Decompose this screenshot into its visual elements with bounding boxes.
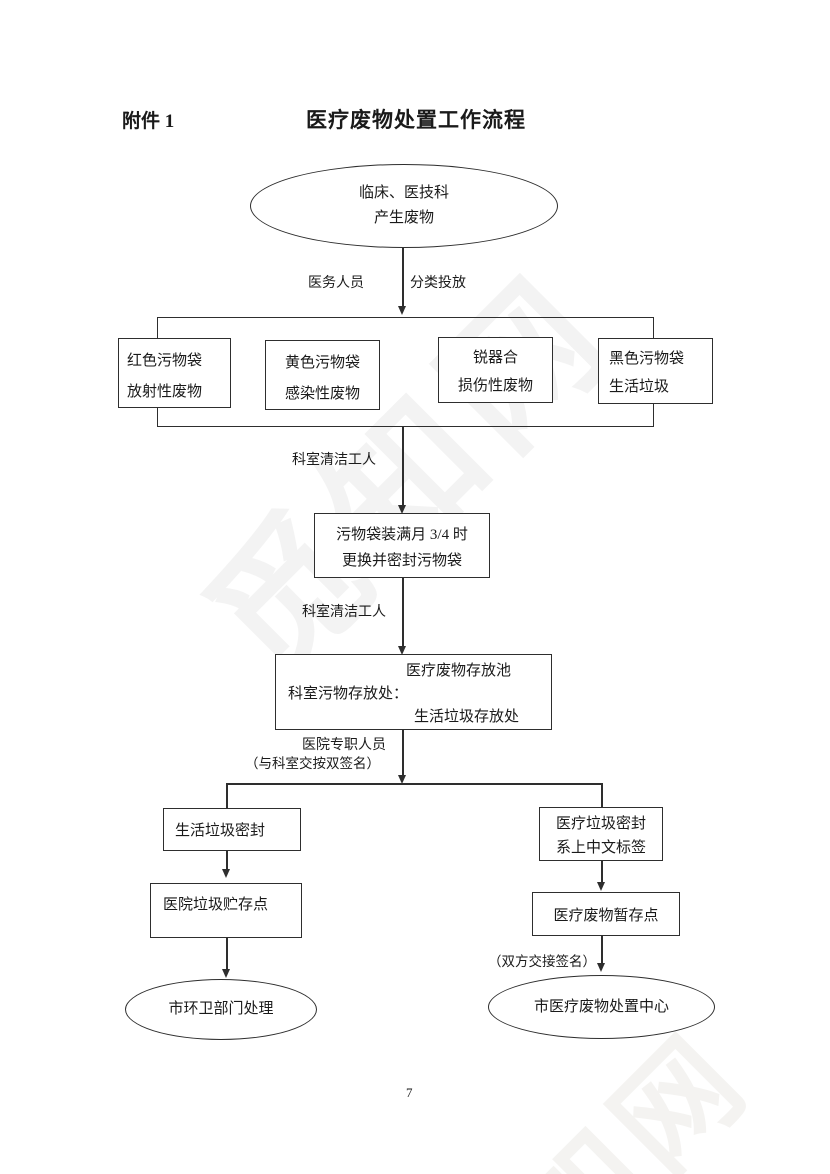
sanitation-dept-label: 市环卫部门处理 <box>168 1001 274 1017</box>
connector-sort-to-replace <box>402 427 404 505</box>
node-red-bag: 红色污物袋 放射性废物 <box>118 338 231 408</box>
node-start-ellipse: 临床、医技科 产生废物 <box>250 164 558 248</box>
connector-replace-to-storage <box>402 578 404 646</box>
node-black-bag: 黑色污物袋 生活垃圾 <box>598 338 713 404</box>
sharps-box-line1: 锐器合 <box>472 350 518 366</box>
arrowhead-storage-to-split <box>398 775 406 784</box>
disposal-center-label: 市医疗废物处置中心 <box>533 998 669 1015</box>
attachment-label: 附件 1 <box>122 111 175 132</box>
arrowhead-garbage-to-sanitation <box>222 969 230 978</box>
dept-storage-line3: 生活垃圾存放处 <box>414 709 520 725</box>
node-hospital-garbage-point: 医院垃圾贮存点 <box>150 883 302 938</box>
medical-seal-line2: 系上中文标签 <box>555 840 646 856</box>
medical-seal-line1: 医疗垃圾密封 <box>555 816 646 832</box>
red-bag-line1: 红色污物袋 <box>127 353 203 369</box>
split-left-drop <box>226 783 228 808</box>
dept-storage-line2: 科室污物存放处： <box>288 686 409 702</box>
arrowhead-temp-to-center <box>597 963 605 972</box>
node-medical-seal: 医疗垃圾密封 系上中文标签 <box>539 807 663 861</box>
node-disposal-center: 市医疗废物处置中心 <box>488 975 715 1039</box>
node-dept-storage: 医疗废物存放池 科室污物存放处： 生活垃圾存放处 <box>275 654 552 730</box>
medical-temp-point-label: 医疗废物暂存点 <box>553 907 659 924</box>
arrowhead-start-to-sort <box>398 306 406 315</box>
yellow-bag-line2: 感染性废物 <box>284 386 360 402</box>
dept-storage-line1: 医疗废物存放池 <box>406 663 512 679</box>
page-number: 7 <box>406 1085 413 1100</box>
page-title: 医疗废物处置工作流程 <box>306 108 526 132</box>
connector-temp-to-center <box>601 936 603 963</box>
yellow-bag-line1: 黄色污物袋 <box>284 355 360 371</box>
node-yellow-bag: 黄色污物袋 感染性废物 <box>265 340 380 410</box>
split-right-drop <box>601 783 603 807</box>
label-cleaner-2: 科室清洁工人 <box>302 605 386 620</box>
label-cleaner-1: 科室清洁工人 <box>292 453 376 468</box>
label-medical-staff: 医务人员 <box>308 276 364 291</box>
replace-seal-line2: 更换并密封污物袋 <box>341 553 462 569</box>
connector-start-to-sort <box>402 248 404 306</box>
domestic-seal-label: 生活垃圾密封 <box>175 823 266 839</box>
connector-medical-seal-to-temp <box>601 861 603 882</box>
node-medical-temp-point: 医疗废物暂存点 <box>532 892 680 936</box>
arrowhead-sort-to-replace <box>398 505 406 514</box>
arrowhead-replace-to-storage <box>398 646 406 655</box>
split-horizontal-line <box>226 783 603 785</box>
start-ellipse-line1: 临床、医技科 <box>358 185 449 201</box>
node-sanitation-dept: 市环卫部门处理 <box>125 979 317 1040</box>
connector-domestic-seal-to-storage <box>226 851 228 869</box>
red-bag-line2: 放射性废物 <box>127 384 203 400</box>
arrowhead-medical-seal-to-temp <box>597 882 605 891</box>
hospital-garbage-point-label: 医院垃圾贮存点 <box>163 897 269 913</box>
sharps-box-line2: 损伤性废物 <box>457 378 533 394</box>
replace-seal-line1: 污物袋装满月 3/4 时 <box>336 527 468 543</box>
label-sort-dispose: 分类投放 <box>410 276 466 291</box>
connector-garbage-to-sanitation <box>226 938 228 969</box>
connector-storage-to-split <box>402 730 404 775</box>
node-replace-seal: 污物袋装满月 3/4 时 更换并密封污物袋 <box>314 513 490 578</box>
arrowhead-domestic-seal-to-storage <box>222 869 230 878</box>
node-domestic-seal: 生活垃圾密封 <box>163 808 301 851</box>
start-ellipse-line2: 产生废物 <box>373 210 434 226</box>
black-bag-line2: 生活垃圾 <box>609 379 670 395</box>
node-sharps-box: 锐器合 损伤性废物 <box>438 337 553 403</box>
black-bag-line1: 黑色污物袋 <box>609 351 685 367</box>
label-hospital-staff: 医院专职人员 <box>302 738 386 753</box>
label-double-sign: （与科室交按双签名） <box>245 756 380 771</box>
sorting-outer-rect <box>157 317 654 427</box>
label-handover-sign: （双方交接签名） <box>488 954 596 969</box>
